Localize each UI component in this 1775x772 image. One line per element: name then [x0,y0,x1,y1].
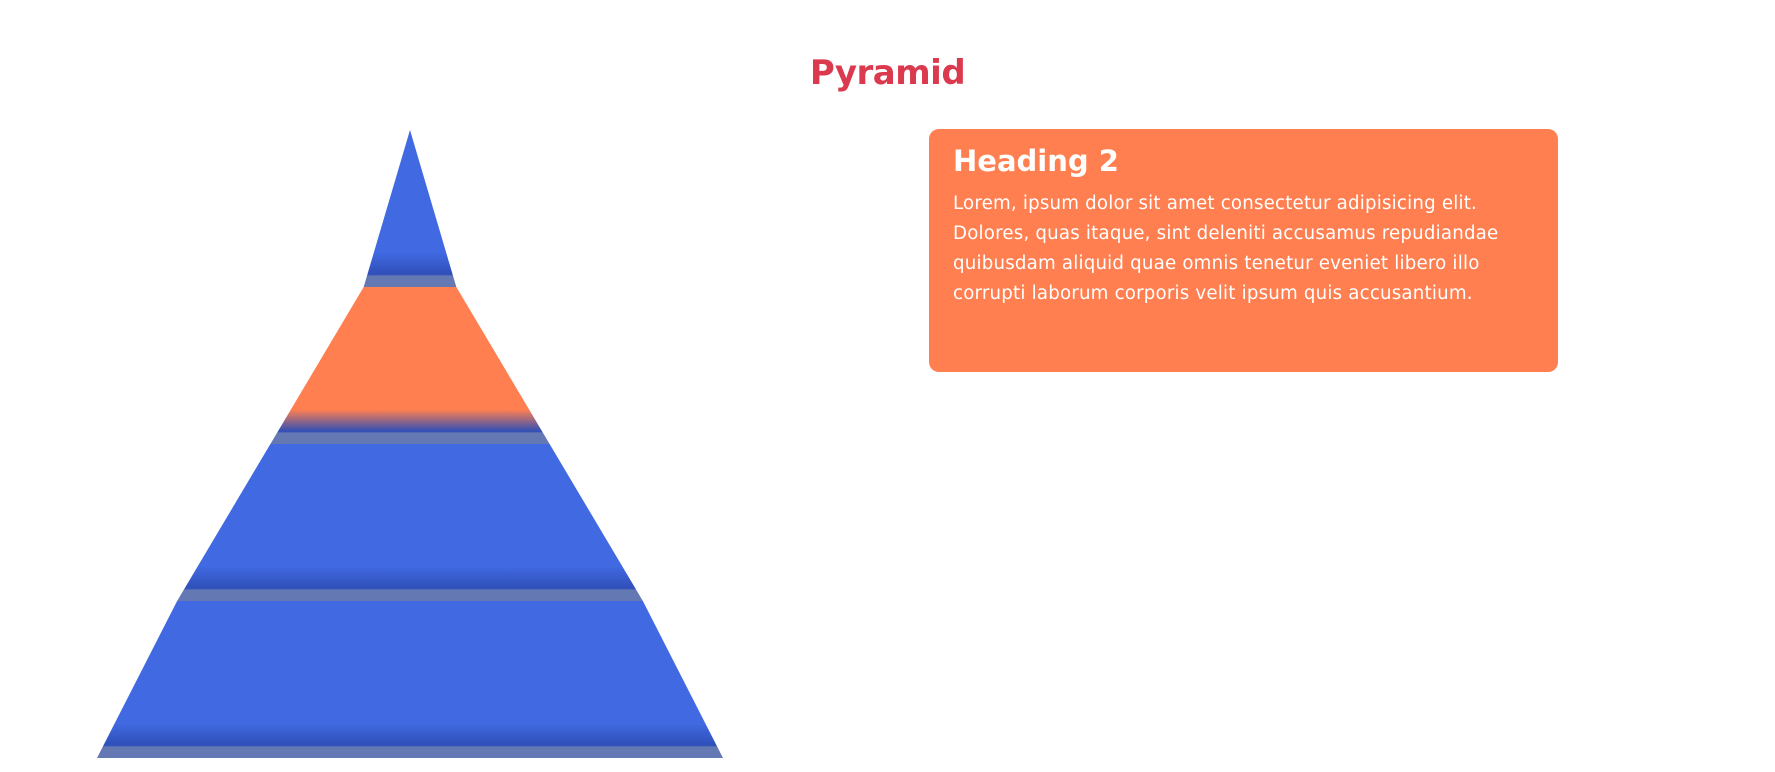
info-card-heading: Heading 2 [953,144,1119,178]
pyramid-layer-2[interactable] [270,287,550,444]
pyramid-layer-1[interactable] [363,130,457,287]
page-title: Pyramid [809,52,966,93]
pyramid-layer-3[interactable] [177,444,643,601]
info-card-body: Lorem, ipsum dolor sit amet consectetur … [953,193,1499,304]
pyramid-layer-4[interactable] [97,601,723,758]
pyramid [97,130,723,758]
info-card: Heading 2 Lorem, ipsum dolor sit amet co… [929,129,1558,372]
